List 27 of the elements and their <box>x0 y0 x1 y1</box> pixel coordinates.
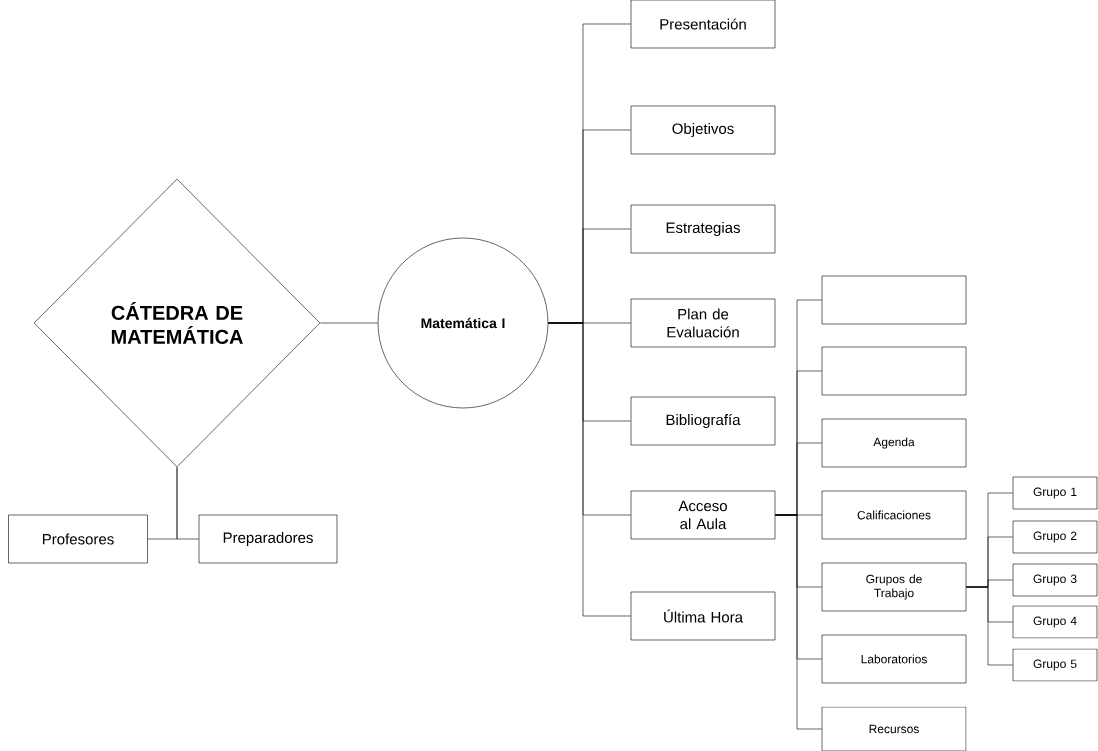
process-box: Calificaciones <box>821 490 967 540</box>
process-box: Grupo 5 <box>1012 648 1098 682</box>
process-box: Agenda <box>821 418 967 468</box>
connector-line <box>966 586 1013 666</box>
process-box: Bibliografía <box>630 396 776 446</box>
process-box: Estrategias <box>630 204 776 254</box>
circle-node: Matemática I <box>377 237 549 409</box>
process-box: Grupo 2 <box>1012 520 1098 554</box>
empty-box <box>821 275 967 325</box>
process-box: Laboratorios <box>821 634 967 684</box>
process-box: Objetivos <box>630 105 776 155</box>
process-box: Profesores <box>8 514 148 564</box>
process-box: Última Hora <box>630 591 776 641</box>
process-box: Plan de Evaluación <box>630 298 776 348</box>
connector-line <box>775 514 822 730</box>
connector-line <box>320 322 378 324</box>
process-box: Grupo 1 <box>1012 476 1098 510</box>
process-box: Grupos de Trabajo <box>821 562 967 612</box>
process-box: Grupo 3 <box>1012 563 1098 597</box>
process-box: Acceso al Aula <box>630 490 776 540</box>
process-box: Preparadores <box>198 514 338 564</box>
process-box: Grupo 4 <box>1012 605 1098 639</box>
connector-line <box>176 467 199 540</box>
process-box: Presentación <box>630 0 776 49</box>
connector-line <box>548 322 631 617</box>
empty-box <box>821 346 967 396</box>
process-box: Recursos <box>821 706 967 751</box>
